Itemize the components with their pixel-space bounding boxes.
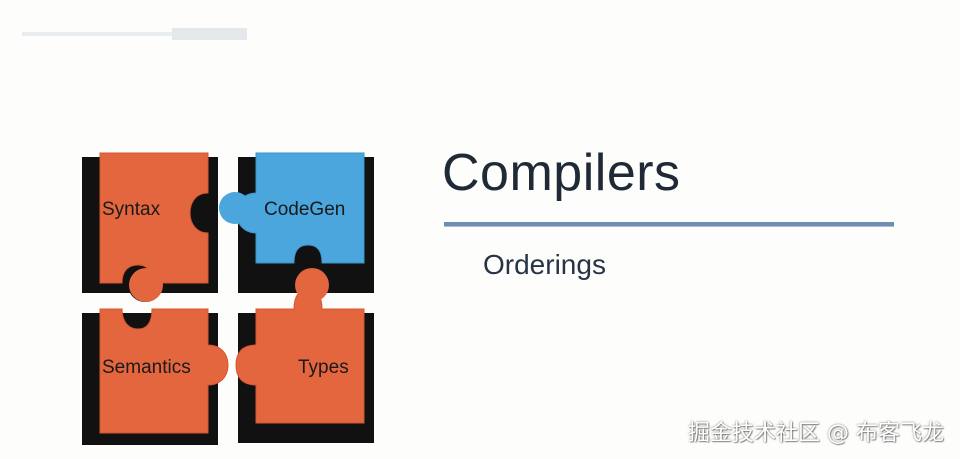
- piece-label-syntax: Syntax: [102, 199, 161, 220]
- types-knob: [295, 268, 329, 302]
- puzzle-piece-semantics: Semantics: [99, 268, 229, 434]
- slide-title: Compilers: [442, 144, 681, 202]
- puzzle-piece-syntax: Syntax: [99, 152, 209, 284]
- title-divider: [444, 222, 894, 227]
- puzzle-piece-types: Types: [235, 268, 365, 424]
- watermark-text: 掘金技术社区 @ 布客飞龙: [688, 421, 944, 446]
- piece-label-types: Types: [298, 357, 349, 378]
- piece-label-codegen: CodeGen: [264, 199, 345, 220]
- semantics-knob: [129, 268, 163, 302]
- faint-header-mark: [22, 28, 247, 40]
- puzzle-graphic: Syntax CodeGen Semantics Types: [70, 145, 380, 445]
- piece-label-semantics: Semantics: [102, 357, 191, 378]
- puzzle-svg: Syntax CodeGen Semantics Types: [82, 152, 374, 445]
- codegen-knob: [219, 192, 251, 224]
- puzzle-piece-codegen: CodeGen: [219, 152, 365, 264]
- slide-subtitle: Orderings: [483, 249, 606, 280]
